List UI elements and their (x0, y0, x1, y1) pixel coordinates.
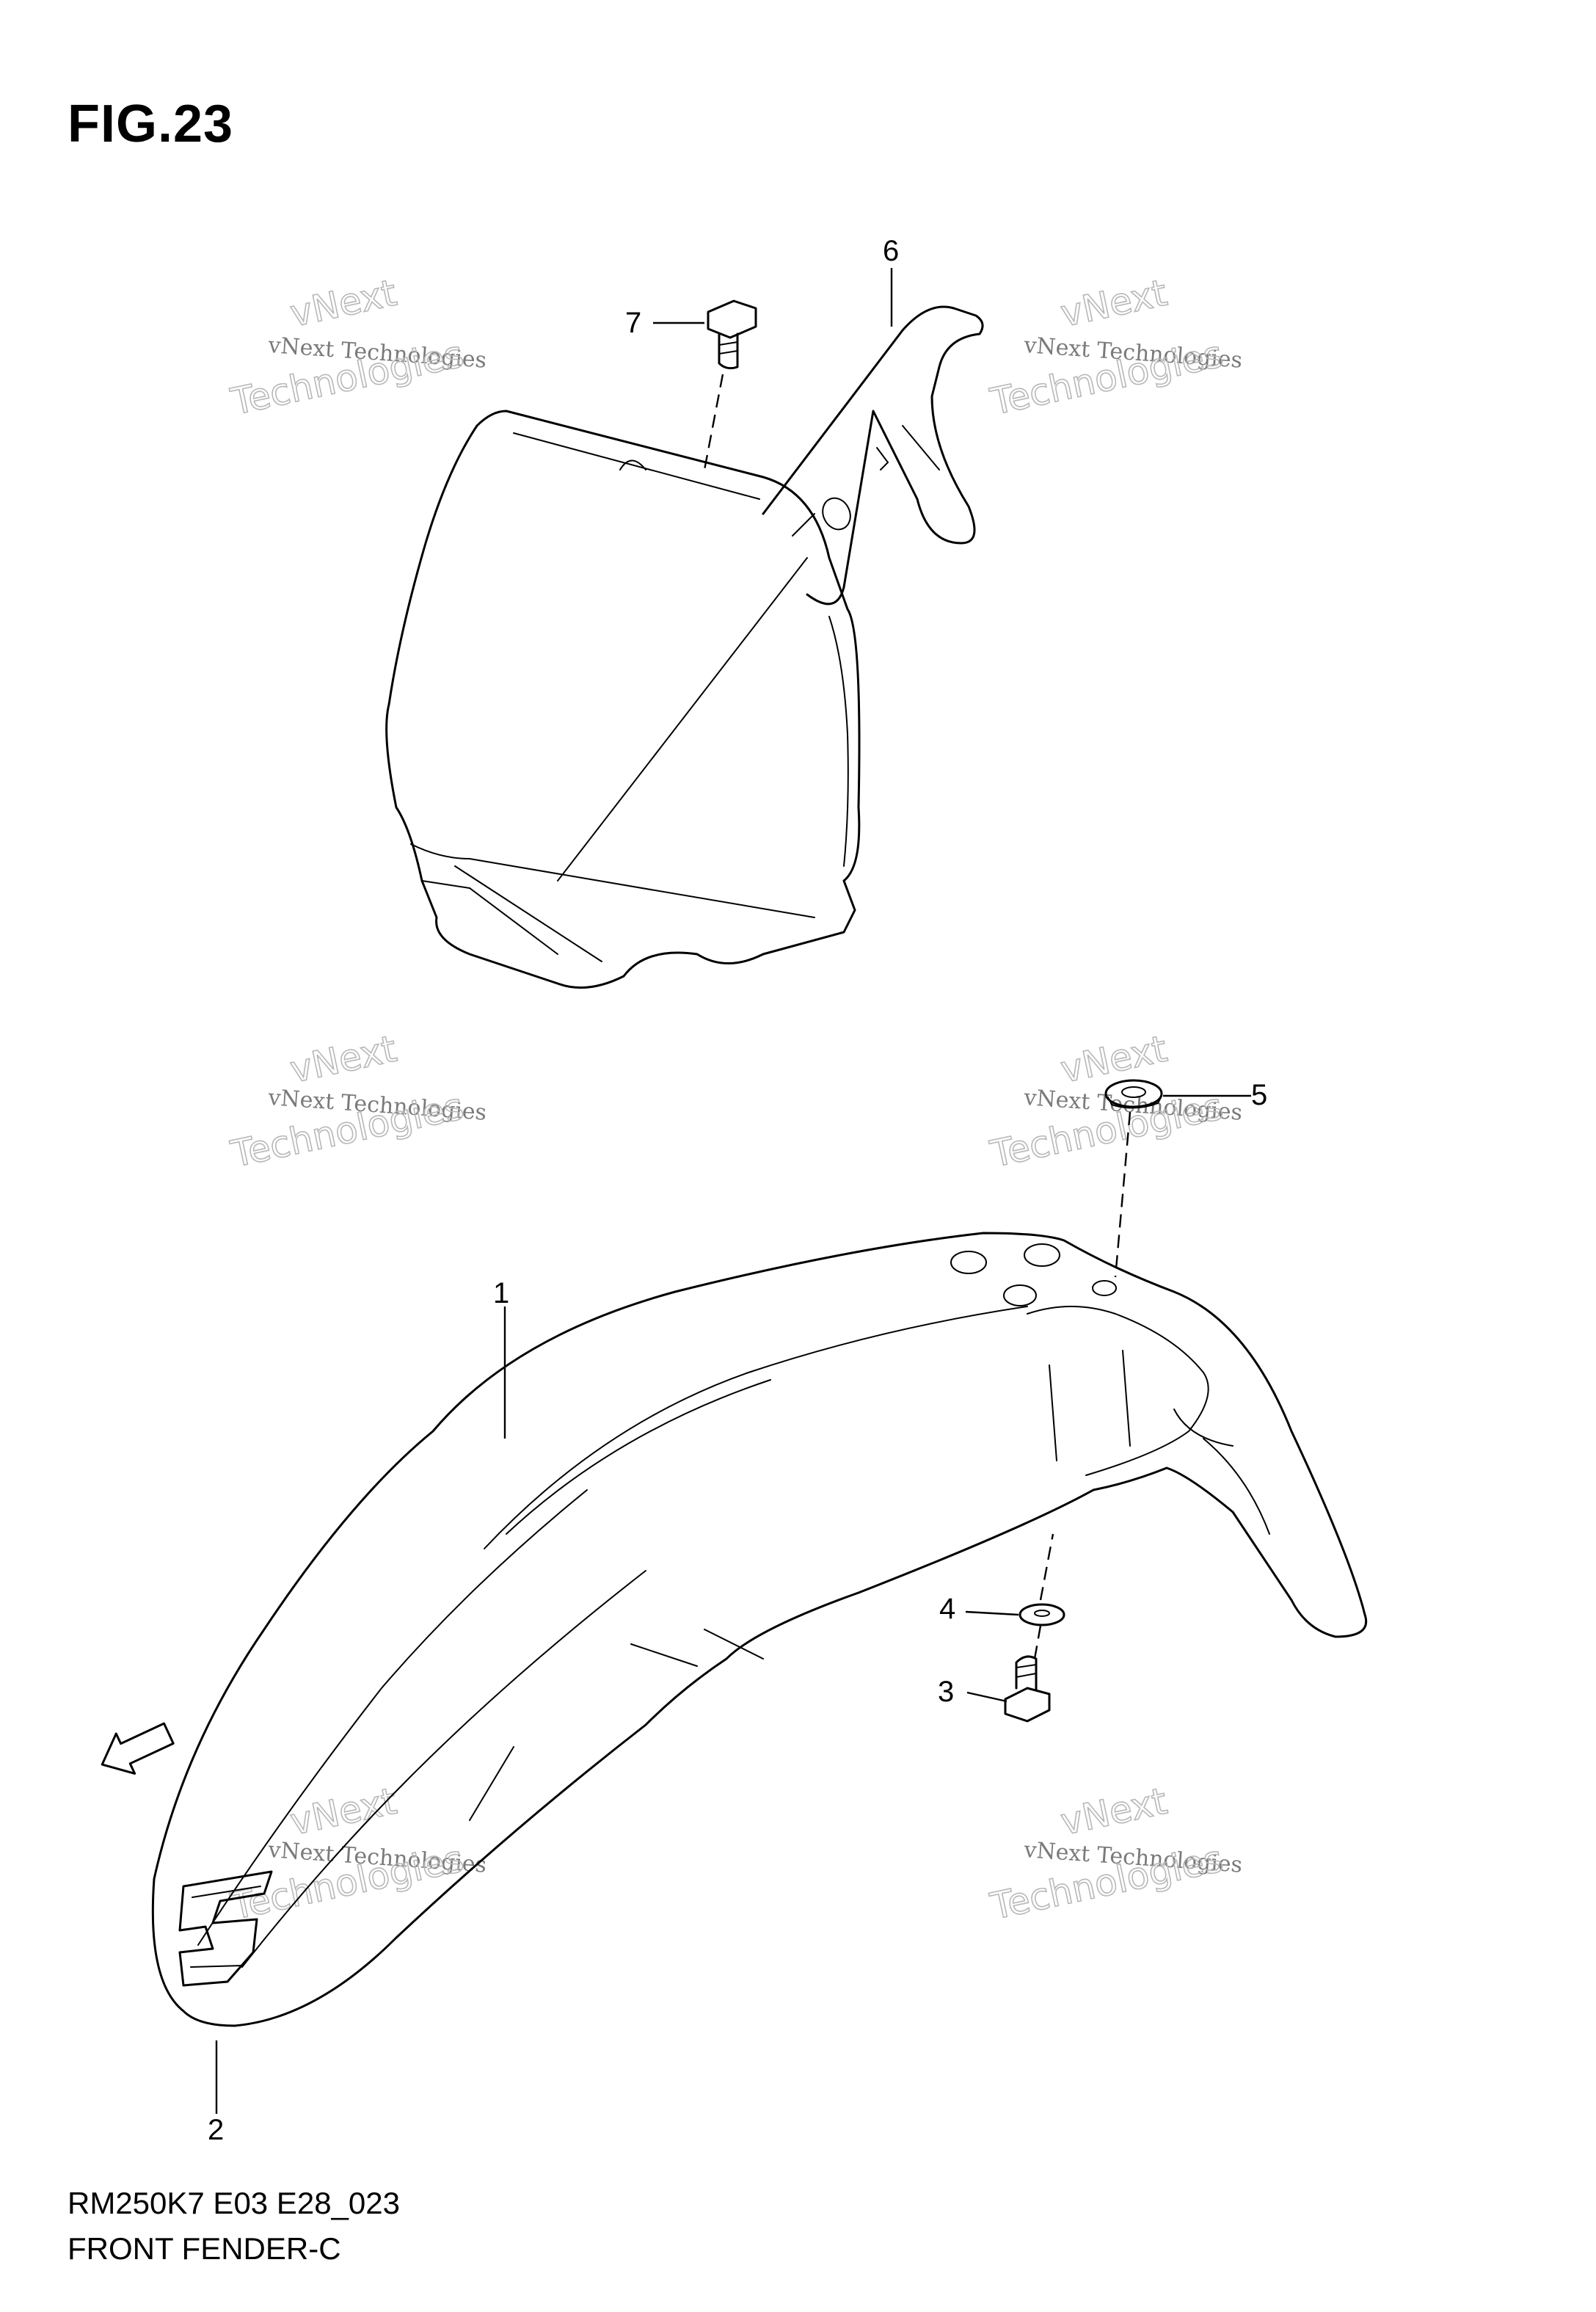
callout-1: 1 (493, 1277, 509, 1309)
number-plate (385, 410, 861, 989)
figure-name: FRONT FENDER-C (68, 2231, 341, 2266)
callout-2: 2 (208, 2114, 224, 2146)
callout-3: 3 (938, 1676, 954, 1708)
callout-6: 6 (883, 235, 899, 267)
watermark-bottom-right: vNext vNext Technologies Technologies (986, 1779, 1244, 1929)
front-fender (151, 1232, 1367, 2027)
watermark-top-right: vNext vNext Technologies Technologies (986, 271, 1244, 424)
nut-icon (1104, 1079, 1163, 1109)
fender-bolt-icon (1004, 1655, 1051, 1723)
callout-7: 7 (625, 307, 641, 339)
fender-emblem (178, 1870, 273, 1987)
watermark-top-left: vNext vNext Technologies Technologies (227, 271, 488, 424)
svg-text:vNext: vNext (1057, 1780, 1170, 1844)
callout-4: 4 (939, 1593, 955, 1625)
svg-text:vNext: vNext (286, 1780, 400, 1844)
leader-lines (215, 268, 1251, 2114)
svg-text:vNext: vNext (286, 272, 400, 335)
svg-text:vNext: vNext (286, 1028, 400, 1091)
figure-title: FIG.23 (68, 95, 234, 153)
bolt-icon (707, 299, 757, 370)
figure-code: RM250K7 E03 E28_023 (68, 2186, 400, 2220)
svg-text:vNext: vNext (1057, 1028, 1170, 1091)
callout-5: 5 (1251, 1079, 1267, 1111)
washer-icon (1019, 1603, 1065, 1626)
watermark-mid-left: vNext vNext Technologies Technologies (227, 1027, 488, 1177)
number-plate-strap (762, 305, 984, 606)
watermark-bottom-left: vNext vNext Technologies Technologies (227, 1779, 488, 1929)
svg-text:vNext: vNext (1057, 272, 1170, 335)
watermark-mid-right: vNext vNext Technologies Technologies (986, 1027, 1244, 1177)
fwd-arrow-icon: FWD (101, 1722, 175, 1775)
